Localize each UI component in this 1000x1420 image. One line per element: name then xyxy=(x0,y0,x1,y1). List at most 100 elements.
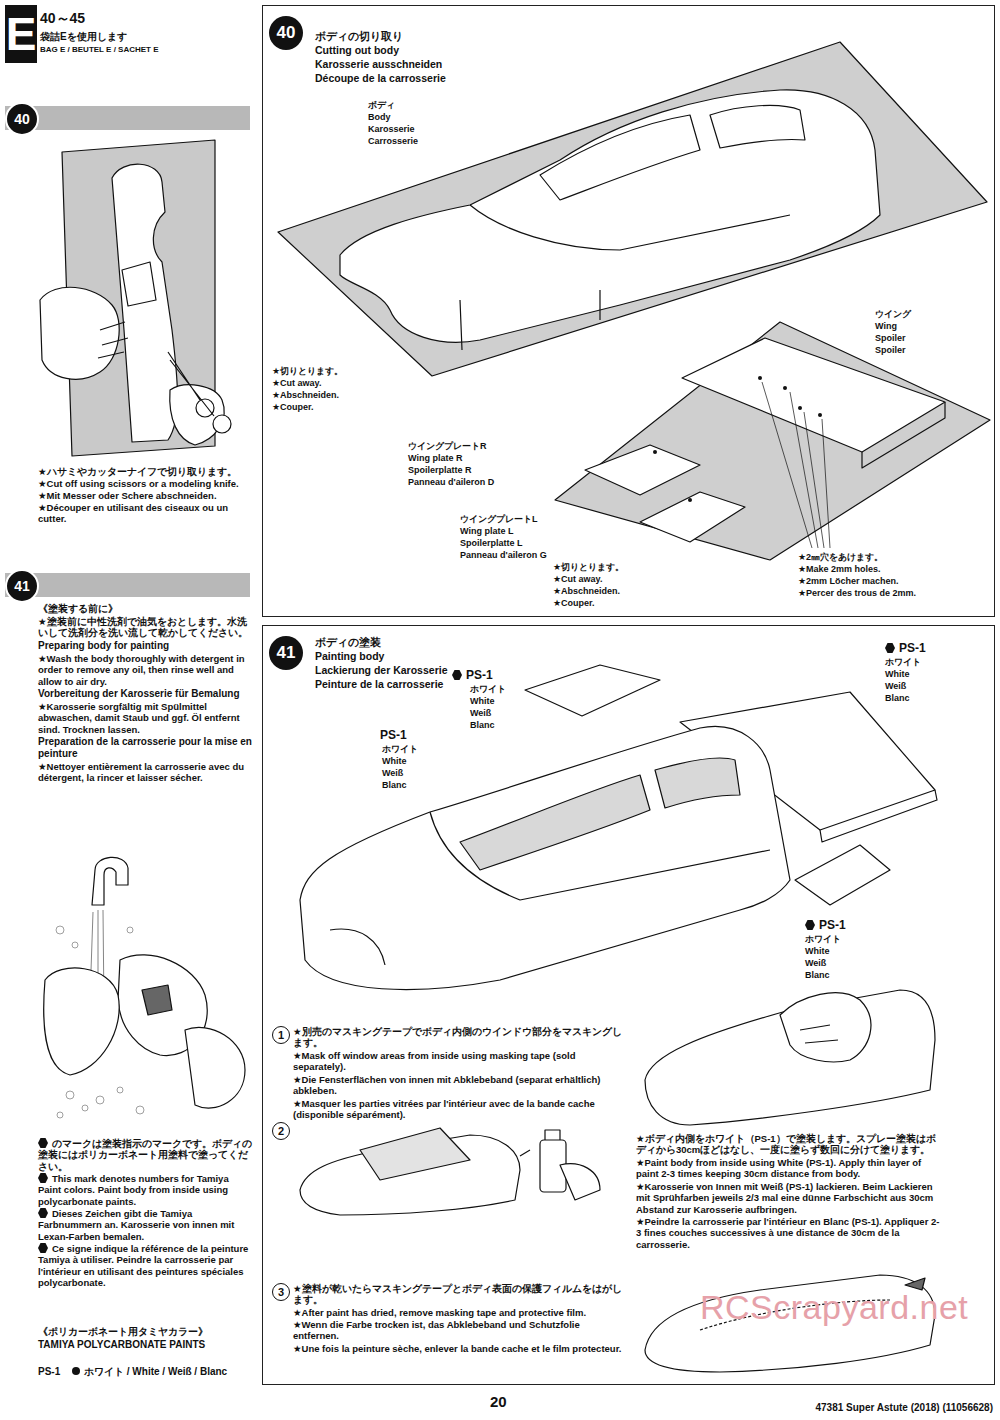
instruction-text: Weiß xyxy=(470,708,491,719)
instruction-text: ★Peindre la carrosserie par l'intérieur … xyxy=(636,1216,941,1250)
instruction-text: Preparation de la carrosserie pour la mi… xyxy=(38,736,253,760)
instruction-text: BAG E / BEUTEL E / SACHET E xyxy=(40,45,159,55)
step-substep-number: 3 xyxy=(272,1283,290,1301)
instruction-text: ボディの切り取り xyxy=(315,30,403,43)
paint-code-text: PS-1 xyxy=(805,918,846,932)
instruction-text: ★切りとります。 xyxy=(272,366,343,377)
instruction-text: ★Nettoyer entièrement la carrosserie ave… xyxy=(38,761,253,784)
step-number: 40 xyxy=(269,16,303,50)
instruction-text: ★Karosserie von Innen mit Weiß (PS-1) la… xyxy=(636,1181,941,1215)
instruction-text: Découpe de la carrosserie xyxy=(315,72,446,85)
step-panel: 41 xyxy=(262,625,995,1385)
instruction-text: ★ボディ内側をホワイト（PS-1）で塗装します。スプレー塗装はボディから30cm… xyxy=(636,1133,941,1156)
instruction-text: Weiß xyxy=(885,681,906,692)
instruction-text: ボディの塗装 xyxy=(315,636,381,649)
instruction-text: Peinture de la carrosserie xyxy=(315,678,443,691)
instruction-text: Vorbereitung der Karosserie für Bemalung xyxy=(38,688,253,700)
instruction-text: White xyxy=(382,756,407,767)
paint-code-text: のマークは塗装指示のマークです。ボディの塗装にはポリカーボネート用塗料で塗ってく… xyxy=(38,1138,253,1172)
instruction-text: ★Une fois la peinture sèche, enlever la … xyxy=(293,1343,623,1354)
instruction-text: ★Mit Messer oder Schere abschneiden. xyxy=(38,490,253,501)
instruction-text: Weiß xyxy=(382,768,403,779)
watermark: RCScrapyard.net xyxy=(700,1287,968,1328)
instruction-text: ★ハサミやカッターナイフで切り取ります。 xyxy=(38,466,253,477)
instruction-text: Wing plate R xyxy=(408,453,462,464)
instruction-text: ★別売のマスキングテープでボディ内側のウインドウ部分をマスキングします。 xyxy=(293,1026,623,1049)
instruction-text: ★2mm Löcher machen. xyxy=(798,576,899,587)
step-substep-number: 2 xyxy=(272,1122,290,1140)
instruction-text: ★Couper. xyxy=(553,598,595,609)
instruction-text: Spoiler xyxy=(875,333,906,344)
instruction-text: ホワイト xyxy=(885,657,921,668)
instruction-text: Panneau d'aileron G xyxy=(460,550,547,561)
instruction-text: Painting body xyxy=(315,650,384,663)
paint-code-text: Dieses Zeichen gibt die Tamiya Farbnumme… xyxy=(38,1208,253,1242)
bag-letter-box: E xyxy=(5,5,37,63)
instruction-text: Lackierung der Karosserie xyxy=(315,664,447,677)
instruction-text: Preparing body for painting xyxy=(38,640,253,652)
instruction-text: 袋詰Eを使用します xyxy=(40,31,127,43)
instruction-text: ★Wenn die Farbe trocken ist, das Abklebe… xyxy=(293,1319,623,1342)
kit-code-footer: 47381 Super Astute (2018) (11056628) xyxy=(815,1402,993,1414)
instruction-text: Panneau d'aileron D xyxy=(408,477,494,488)
instruction-text: ウイング xyxy=(875,309,911,320)
instruction-text: ★Découper en utilisant des ciseaux ou un… xyxy=(38,502,253,525)
instruction-text: ★After paint has dried, remove masking t… xyxy=(293,1307,623,1318)
instruction-text: Weiß xyxy=(805,958,826,969)
instruction-text: PS-1 xyxy=(380,728,407,742)
paint-code-text: PS-1 xyxy=(452,668,493,682)
instruction-text: ★Masquer les parties vitrées par l'intér… xyxy=(293,1098,623,1121)
instruction-text: ★Cut away. xyxy=(553,574,602,585)
instruction-text: ★Karosserie sorgfältig mit Spülmittel ab… xyxy=(38,701,253,735)
instruction-text: ホワイト xyxy=(805,934,841,945)
instruction-text: 《ポリカーボネート用タミヤカラー》 xyxy=(38,1326,208,1338)
paint-code-text: PS-1 xyxy=(885,641,926,655)
instruction-text: ★Wash the body thoroughly with detergent… xyxy=(38,653,253,687)
instruction-text: 40～45 xyxy=(40,10,85,27)
instruction-text: ★塗料が乾いたらマスキングテープとボディ表面の保護フィルムをはがします。 xyxy=(293,1283,623,1306)
instruction-text: TAMIYA POLYCARBONATE PAINTS xyxy=(38,1339,205,1351)
instruction-text: ★切りとります。 xyxy=(553,562,624,573)
step-number: 41 xyxy=(269,636,303,670)
instruction-text: Karosserie ausschneiden xyxy=(315,58,442,71)
instruction-text: Blanc xyxy=(805,970,830,981)
instruction-text: ★Die Fensterflächen von innen mit Abkleb… xyxy=(293,1074,623,1097)
instruction-text: ウイングプレートL xyxy=(460,514,538,525)
instruction-text: Blanc xyxy=(885,693,910,704)
instruction-text: White xyxy=(470,696,495,707)
instruction-text: Wing xyxy=(875,321,897,332)
instruction-text: ★2㎜穴をあけます。 xyxy=(798,552,883,563)
instruction-text: Wing plate L xyxy=(460,526,513,537)
instruction-text: Body xyxy=(368,112,391,123)
instruction-text: ★Cut off using scissors or a modeling kn… xyxy=(38,478,253,489)
step-number: 40 xyxy=(5,102,39,136)
instruction-text: Spoilerplatte L xyxy=(460,538,523,549)
instruction-text: Karosserie xyxy=(368,124,415,135)
instruction-text: ボディ xyxy=(368,100,395,111)
paint-code-text: Ce signe indique la référence de la pein… xyxy=(38,1243,253,1289)
instruction-text: ホワイト xyxy=(470,684,506,695)
step-substep-number: 1 xyxy=(272,1026,290,1044)
step-header-bar: 41 xyxy=(5,573,250,597)
instruction-text: 20 xyxy=(490,1393,507,1411)
paint-color-text: ホワイト / White / Weiß / Blanc xyxy=(72,1366,227,1378)
instruction-text: ★Abschneiden. xyxy=(553,586,620,597)
instruction-text: White xyxy=(805,946,830,957)
instruction-text: Blanc xyxy=(382,780,407,791)
paint-code-text: This mark denotes numbers for Tamiya Pai… xyxy=(38,1173,253,1207)
step-header-bar: 40 xyxy=(5,106,250,130)
instruction-text: 《塗装する前に》 xyxy=(38,603,253,615)
instruction-text: PS-1 xyxy=(38,1366,60,1378)
instruction-text: Spoilerplatte R xyxy=(408,465,472,476)
instruction-text: ★Couper. xyxy=(272,402,314,413)
instruction-text: ★塗装前に中性洗剤で油気をおとします。水洗いして洗剤分を洗い流して乾かしてくださ… xyxy=(38,616,253,639)
bag-letter: E xyxy=(6,11,37,57)
instruction-text: ★Make 2mm holes. xyxy=(798,564,881,575)
step-number: 41 xyxy=(5,569,39,603)
instruction-text: Spoiler xyxy=(875,345,906,356)
instruction-text: ★Cut away. xyxy=(272,378,321,389)
instruction-text: Carrosserie xyxy=(368,136,418,147)
instruction-text: ウイングプレートR xyxy=(408,441,487,452)
instruction-text: Cutting out body xyxy=(315,44,399,57)
